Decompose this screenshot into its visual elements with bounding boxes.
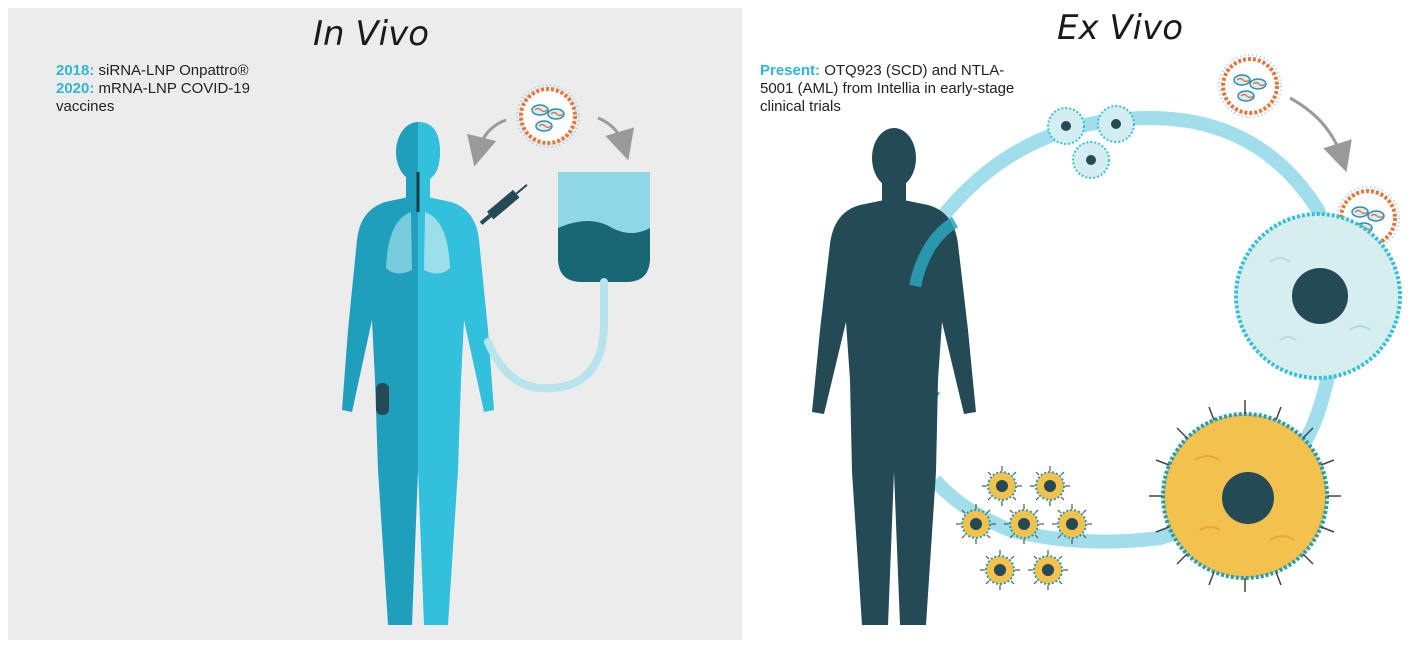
milestone-year: 2018:	[56, 62, 94, 79]
stem-cell-icon	[1098, 106, 1134, 142]
large-t-cell	[1149, 400, 1341, 592]
t-cell-icon	[1028, 550, 1068, 590]
t-cell-icon	[1004, 504, 1044, 544]
arrow-to-syringe	[478, 120, 506, 152]
arrow-to-cell	[1290, 98, 1342, 158]
t-cell-icon	[982, 466, 1022, 506]
in-vivo-title: In Vivo	[313, 14, 429, 54]
syringe-icon	[478, 181, 530, 227]
ex-vivo-title: Ex Vivo	[1057, 8, 1183, 48]
liver-marker	[376, 383, 389, 415]
t-cell-icon	[1052, 504, 1092, 544]
iv-bag-icon	[488, 172, 650, 388]
large-stem-cell	[1236, 214, 1400, 378]
t-cell-icon	[956, 504, 996, 544]
human-body-figure	[342, 122, 494, 625]
milestone-text: siRNA-LNP Onpattro®	[94, 62, 248, 79]
milestone-2018: 2018: siRNA-LNP Onpattro®	[56, 62, 296, 80]
in-vivo-milestones: 2018: siRNA-LNP Onpattro® 2020: mRNA-LNP…	[56, 62, 296, 116]
lnp-particle-icon	[517, 85, 579, 147]
t-cell-icon	[980, 550, 1020, 590]
t-cell-icon	[1030, 466, 1070, 506]
stem-cell-icon	[1073, 142, 1109, 178]
lnp-particle-icon	[1219, 55, 1281, 117]
stem-cell-icon	[1048, 108, 1084, 144]
ex-vivo-note: Present: OTQ923 (SCD) and NTLA-5001 (AML…	[760, 62, 1025, 116]
arrow-to-bag	[598, 118, 624, 146]
milestone-year: 2020:	[56, 80, 94, 97]
present-label: Present:	[760, 62, 820, 79]
milestone-2020: 2020: mRNA-LNP COVID-19 vaccines	[56, 80, 296, 116]
